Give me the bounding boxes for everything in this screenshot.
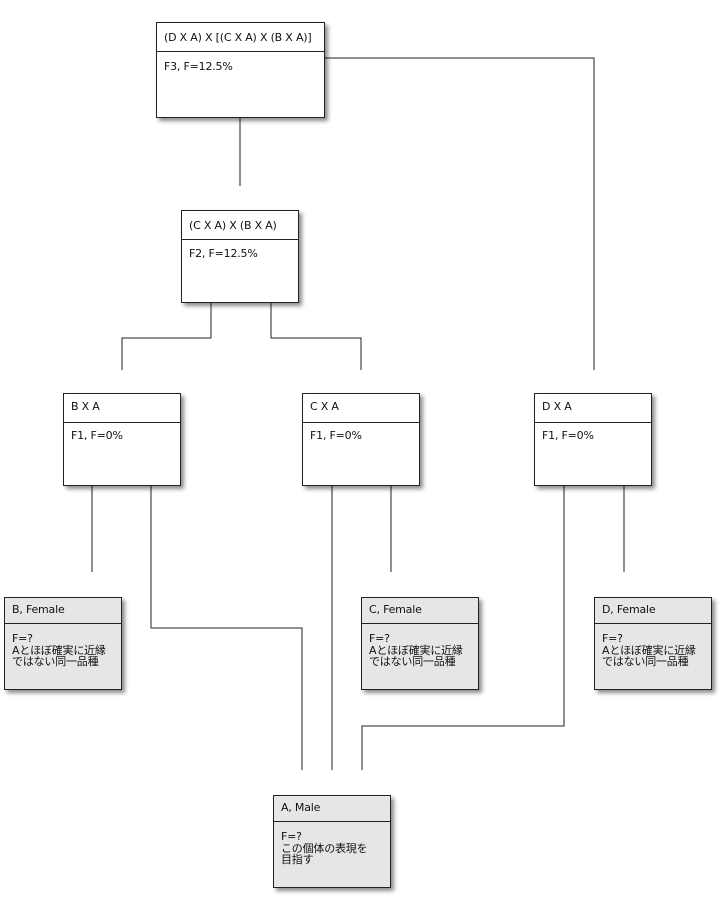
node-bxa-title: B X A [64,394,180,423]
node-bxa: B X A F1, F=0% [63,393,181,486]
node-a-male: A, Male F=? この個体の表現を 目指す [273,795,391,888]
node-cxa-title: C X A [303,394,419,423]
node-a-male-title: A, Male [274,796,390,822]
node-d-female-title: D, Female [595,598,711,624]
node-b-female-title: B, Female [5,598,121,624]
node-cxa: C X A F1, F=0% [302,393,420,486]
node-dxa-body: F1, F=0% [542,429,594,442]
connector-f2-to-cxa [270,303,362,370]
node-f3-body: F3, F=12.5% [164,60,233,73]
node-f2: (C X A) X (B X A) F2, F=12.5% [181,210,299,303]
node-dxa-title: D X A [535,394,651,423]
node-d-female-body: F=? Aとほぼ確実に近縁 ではない同一品種 [602,632,696,668]
node-f3-title: (D X A) X [(C X A) X (B X A)] [157,23,324,52]
connector-f2-to-bxa [121,303,212,370]
connector-f3-to-dxa [325,57,595,370]
node-c-female: C, Female F=? Aとほぼ確実に近縁 ではない同一品種 [361,597,479,690]
node-c-female-title: C, Female [362,598,478,624]
connector-dxa-to-a [361,486,565,770]
node-f2-title: (C X A) X (B X A) [182,211,298,240]
node-dxa: D X A F1, F=0% [534,393,652,486]
node-f3: (D X A) X [(C X A) X (B X A)] F3, F=12.5… [156,22,325,118]
node-c-female-body: F=? Aとほぼ確実に近縁 ではない同一品種 [369,632,463,668]
node-d-female: D, Female F=? Aとほぼ確実に近縁 ではない同一品種 [594,597,712,690]
node-cxa-body: F1, F=0% [310,429,362,442]
node-bxa-body: F1, F=0% [71,429,123,442]
connector-bxa-to-a [150,486,303,770]
node-a-male-body: F=? この個体の表現を 目指す [281,830,368,866]
node-f2-body: F2, F=12.5% [189,247,258,260]
node-b-female-body: F=? Aとほぼ確実に近縁 ではない同一品種 [12,632,106,668]
node-b-female: B, Female F=? Aとほぼ確実に近縁 ではない同一品種 [4,597,122,690]
